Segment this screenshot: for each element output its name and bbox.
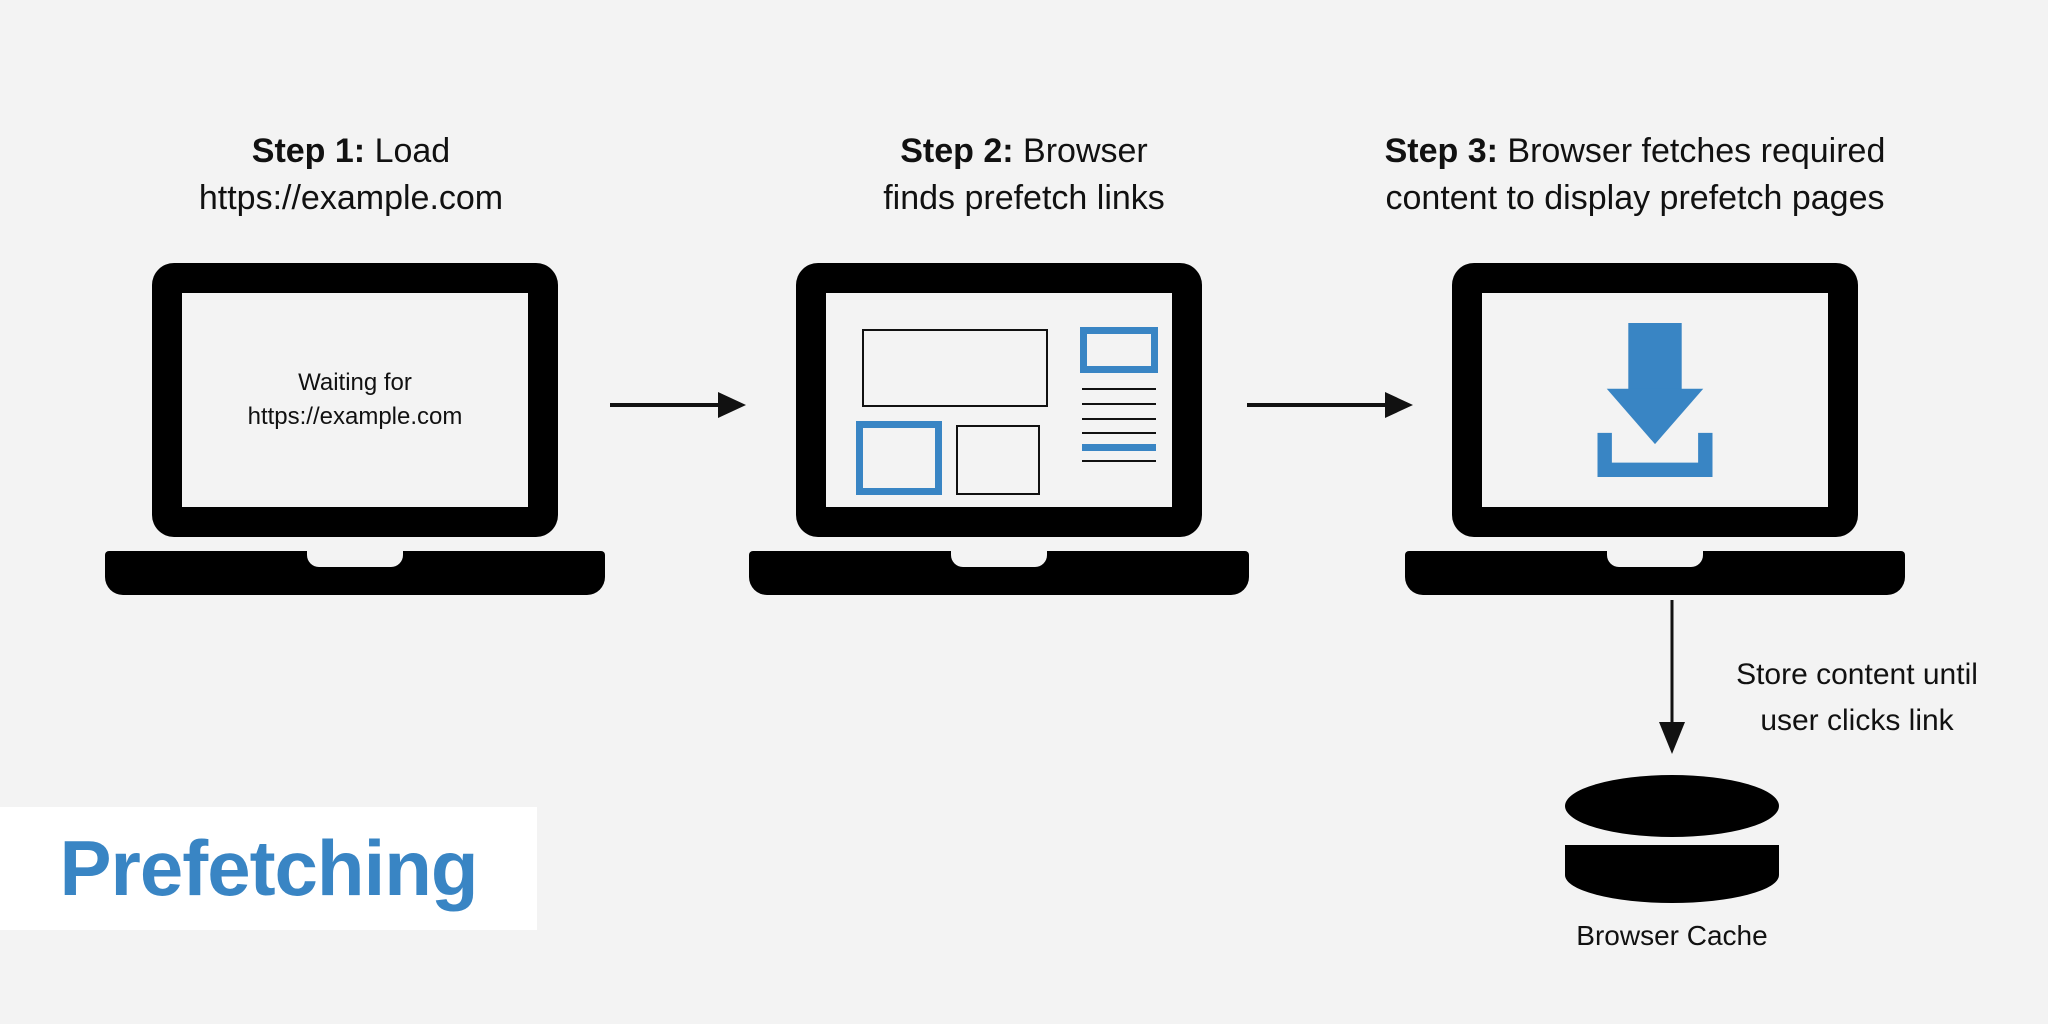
laptop-3-lid [1452, 263, 1858, 537]
wireframe-text-line [1082, 432, 1156, 434]
step-3-heading-bold: Step 3: [1384, 132, 1498, 170]
wireframe-box-blue [1080, 327, 1158, 373]
store-note-line2: user clicks link [1760, 704, 1954, 737]
download-icon [1597, 323, 1713, 477]
step-3-heading-rest: Browser fetches required [1497, 132, 1886, 170]
arrow-right-icon-1 [610, 392, 746, 418]
wireframe-text-line [1082, 460, 1156, 462]
arrow-down-icon [1659, 600, 1685, 754]
store-note-line1: Store content until [1736, 658, 1978, 691]
laptop-icon-step-2 [749, 263, 1249, 595]
laptop-2-notch [951, 551, 1047, 567]
title-panel: Prefetching [0, 807, 537, 930]
step-2-heading-rest: Browser [1013, 132, 1148, 170]
wireframe-square-black [956, 425, 1040, 495]
waiting-text-line2: https://example.com [247, 403, 463, 430]
laptop-1-lid: Waiting for https://example.com [152, 263, 558, 537]
laptop-2-lid [796, 263, 1202, 537]
waiting-text: Waiting for https://example.com [248, 366, 463, 434]
browser-cache-label: Browser Cache [1576, 920, 1768, 951]
laptop-1-screen: Waiting for https://example.com [182, 293, 528, 507]
wireframe-text-line-blue [1082, 444, 1156, 451]
laptop-3-screen [1482, 293, 1828, 507]
step-1-heading-line2: https://example.com [198, 179, 504, 217]
step-3-heading: Step 3: Browser fetches required content… [1285, 128, 1985, 222]
laptop-icon-step-3 [1405, 263, 1905, 595]
step-3-heading-line2: content to display prefetch pages [1385, 179, 1885, 217]
step-1-heading-line1: Step 1: Load [1, 128, 701, 175]
laptop-1-base [105, 551, 605, 595]
arrow-right-icon-2 [1247, 392, 1413, 418]
diagram-title: Prefetching [59, 824, 478, 912]
step-2-heading-line1: Step 2: Browser [674, 128, 1374, 175]
laptop-3-base [1405, 551, 1905, 595]
step-1-heading-bold: Step 1: [251, 132, 366, 170]
wireframe-square-blue [856, 421, 942, 495]
laptop-2-screen [826, 293, 1172, 507]
laptop-2-base [749, 551, 1249, 595]
store-note: Store content until user clicks link [1677, 652, 2037, 744]
step-3-heading-line1: Step 3: Browser fetches required [1285, 128, 1985, 175]
waiting-text-line1: Waiting for [298, 369, 412, 396]
page-wireframe [826, 293, 1172, 507]
step-2-heading: Step 2: Browser finds prefetch links [674, 128, 1374, 222]
laptop-1-notch [307, 551, 403, 567]
laptop-icon-step-1: Waiting for https://example.com [105, 263, 605, 595]
step-2-heading-bold: Step 2: [900, 132, 1014, 170]
laptop-3-notch [1607, 551, 1703, 567]
wireframe-text-line [1082, 418, 1156, 420]
database-cylinder-icon [1565, 775, 1779, 903]
step-2-heading-line2: finds prefetch links [883, 179, 1165, 217]
wireframe-text-line [1082, 403, 1156, 405]
step-1-heading-rest: Load [365, 132, 451, 170]
step-1-heading: Step 1: Load https://example.com [1, 128, 701, 222]
wireframe-text-line [1082, 388, 1156, 390]
wireframe-box-large [862, 329, 1048, 407]
